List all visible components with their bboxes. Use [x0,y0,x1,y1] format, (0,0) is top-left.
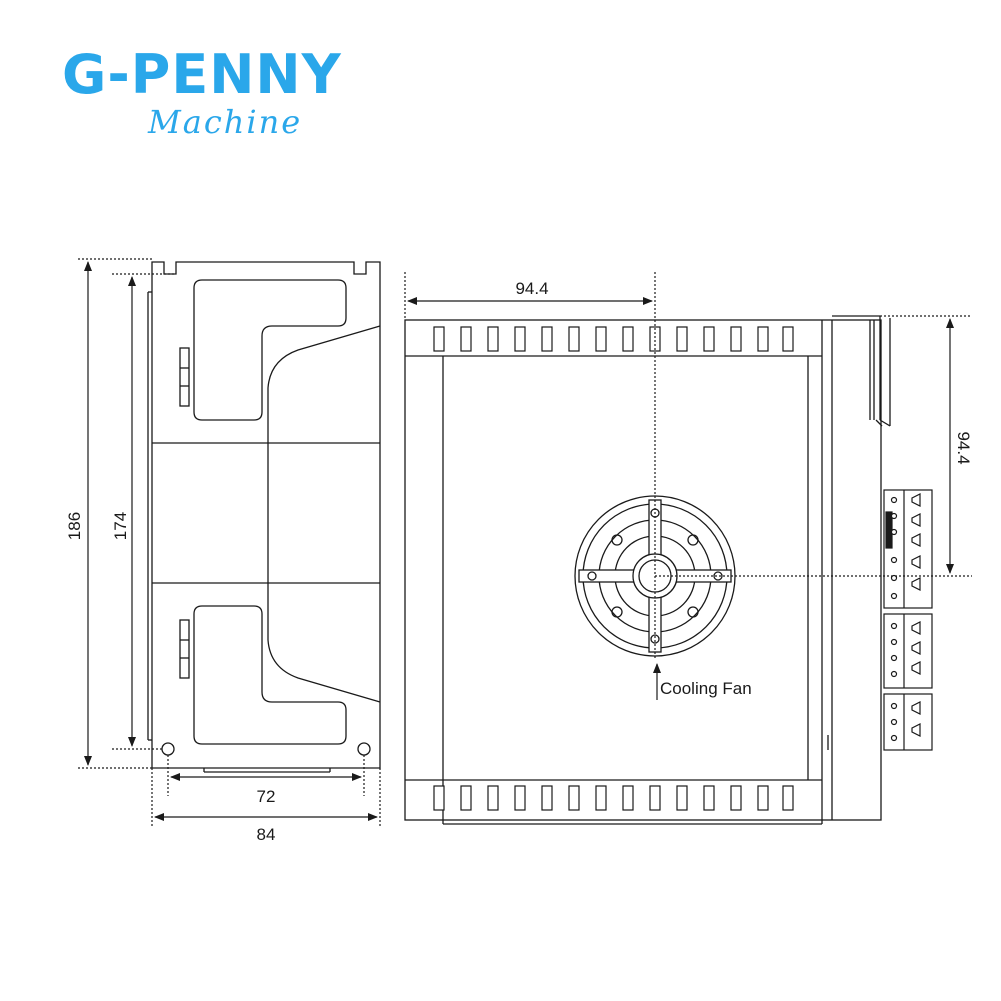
brand-logo-name: G-PENNY [62,43,342,106]
side-view [147,261,381,773]
terminal-block-1 [883,489,933,609]
dim-label-front-width: 94.4 [515,279,548,298]
side-view-upper-panel [193,279,347,421]
front-view-outline [404,319,882,821]
front-view-top-vents [433,326,794,352]
side-view-dimensions [78,258,381,826]
dim-label-height-outer: 186 [65,512,84,540]
terminal-blocks [883,489,933,751]
dim-label-width-outer: 84 [257,825,276,844]
front-view [404,315,891,825]
side-view-dimension-labels: 186 174 72 84 [65,512,275,844]
side-view-lower-panel [193,605,347,745]
brand-logo-tagline: Machine [148,103,303,141]
dim-label-height-inner: 174 [111,512,130,540]
fan-callout-label: Cooling Fan [660,679,752,698]
front-view-bottom-vents [433,785,794,811]
dim-label-front-height: 94.4 [954,431,973,464]
front-view-dimension-labels: 94.4 94.4 Cooling Fan [515,279,973,698]
mounting-hole-right [357,742,371,756]
side-view-heatsink [267,325,381,703]
mounting-hole-left [161,742,175,756]
front-view-dimensions [404,272,972,700]
dim-label-width-inner: 72 [257,787,276,806]
